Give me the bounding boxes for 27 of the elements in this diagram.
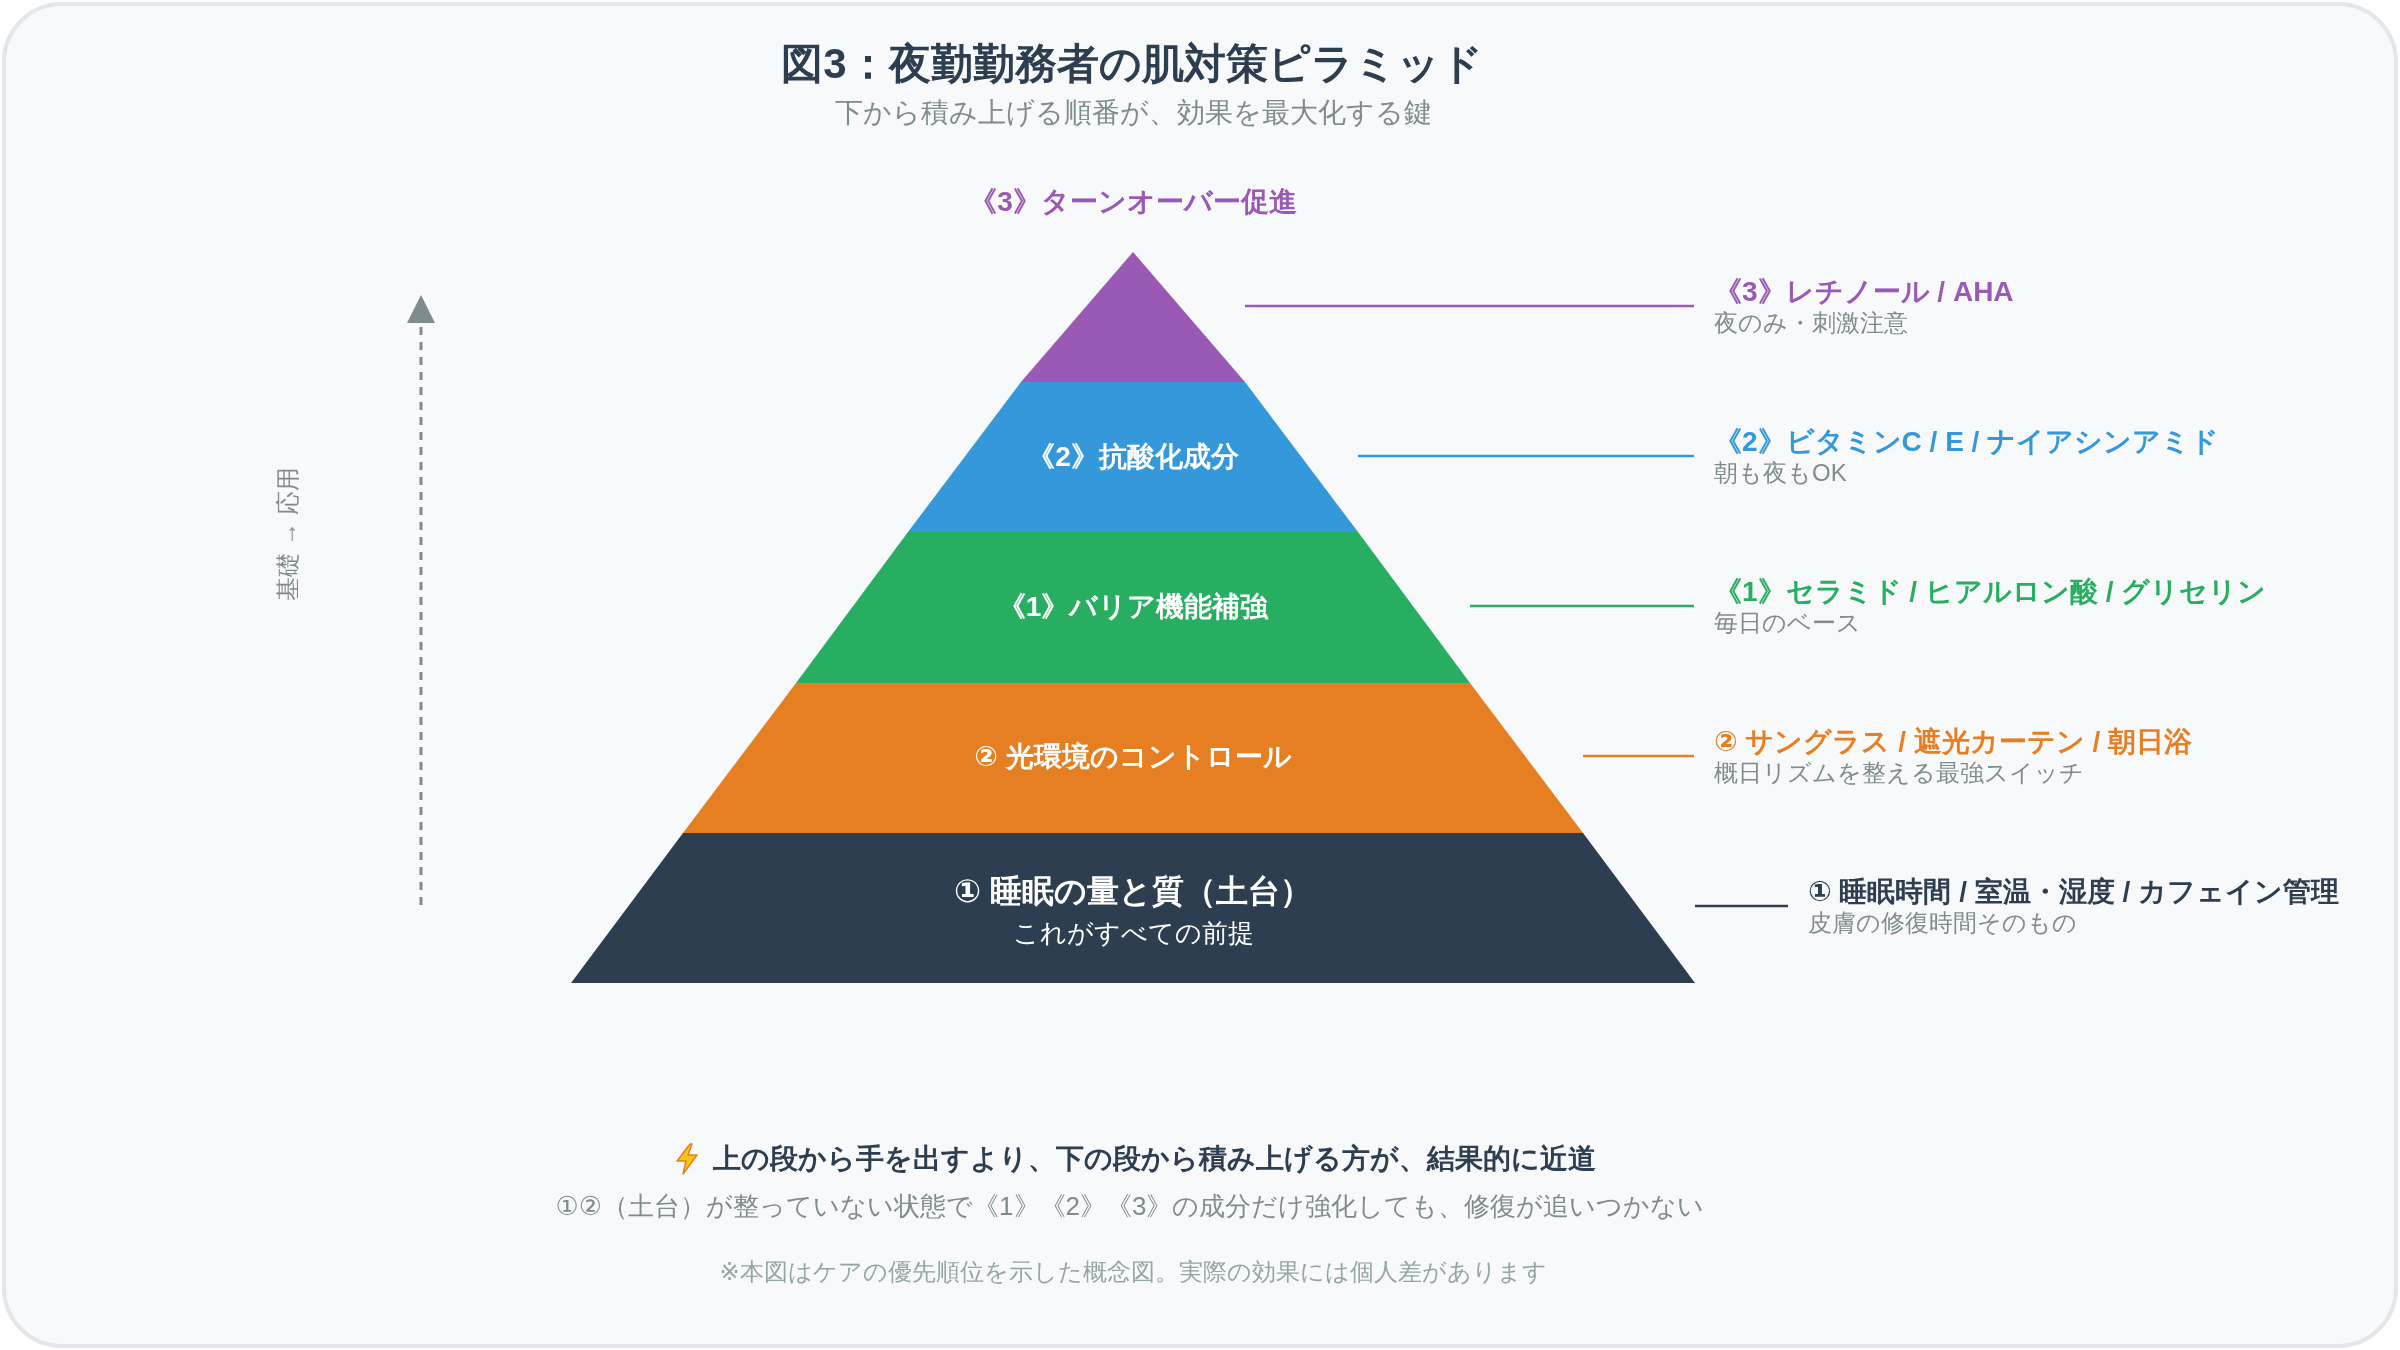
annotation-title: ① 睡眠時間 / 室温・湿度 / カフェイン管理 — [1808, 874, 2340, 909]
axis-label: 基礎 → 応用 — [273, 467, 302, 601]
tier-label: ① 睡眠の量と質（土台） — [954, 871, 1312, 911]
annotation-title: ② サングラス / 遮光カーテン / 朝日浴 — [1714, 724, 2193, 759]
tier-label: 《2》抗酸化成分 — [1027, 440, 1239, 474]
annotation-note: 夜のみ・刺激注意 — [1714, 308, 1908, 338]
tier-label: 《1》バリア機能補強 — [997, 590, 1269, 624]
disclaimer-note: ※本図はケアの優先順位を示した概念図。実際の効果には個人差があります — [719, 1257, 1547, 1287]
tier-label: ② 光環境のコントロール — [974, 740, 1292, 774]
leader-line — [1583, 754, 1694, 758]
leader-line — [1695, 904, 1788, 908]
annotation-note: 皮膚の修復時間そのもの — [1808, 908, 2077, 938]
annotation-title: 《2》ビタミンC / E / ナイアシンアミド — [1714, 424, 2220, 459]
leader-line — [1245, 304, 1694, 308]
tier-heading: 《3》ターンオーバー促進 — [969, 185, 1297, 219]
annotation-note: 概日リズムを整える最強スイッチ — [1714, 758, 2084, 788]
leader-line — [1470, 604, 1694, 608]
leader-line — [1358, 454, 1694, 458]
subtitle: 下から積み上げる順番が、効果を最大化する鍵 — [834, 96, 1432, 130]
annotation-title: 《1》セラミド / ヒアルロン酸 / グリセリン — [1714, 574, 2267, 609]
tier-subtitle: これがすべての前提 — [1012, 918, 1254, 950]
diagram-title: 図3：夜勤勤務者の肌対策ピラミッド — [781, 38, 1483, 89]
key-message: 上の段から手を出すより、下の段から積み上げる方が、結果的に近道 — [712, 1142, 1596, 1176]
annotation-note: 毎日のベース — [1714, 608, 1861, 638]
explanation-note: ①②（土台）が整っていない状態で《1》《2》《3》の成分だけ強化しても、修復が追いつかない — [555, 1191, 1705, 1223]
annotation-title: 《3》レチノール / AHA — [1714, 274, 2014, 309]
annotation-note: 朝も夜もOK — [1714, 458, 1847, 488]
